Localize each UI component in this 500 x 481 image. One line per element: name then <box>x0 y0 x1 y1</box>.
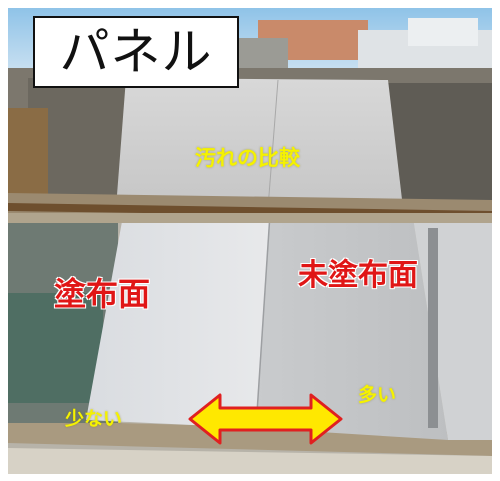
title-box: パネル <box>33 16 239 88</box>
rooftop-scene <box>8 8 492 474</box>
less-label: 少ない <box>65 408 123 430</box>
more-label: 多い <box>358 384 397 406</box>
rooftop-panel-photo: パネル 汚れの比較 塗布面 未塗布面 少ない 多い <box>8 8 492 474</box>
uncoated-surface-label: 未塗布面 <box>298 258 418 293</box>
coated-surface-label: 塗布面 <box>54 275 151 313</box>
comparison-label: 汚れの比較 <box>195 146 300 170</box>
page-title: パネル <box>59 23 213 81</box>
double-headed-arrow-icon <box>188 393 343 445</box>
